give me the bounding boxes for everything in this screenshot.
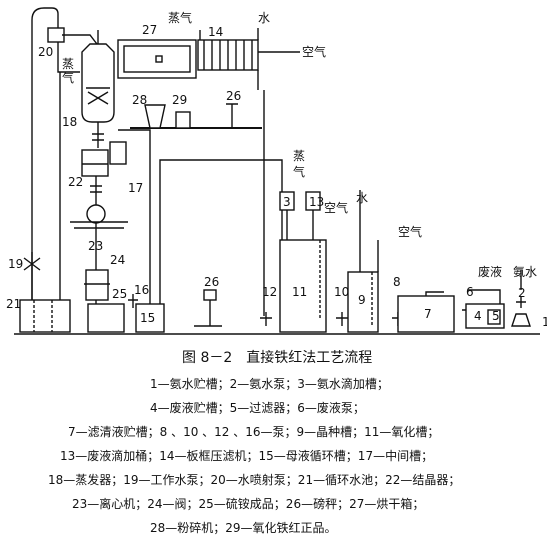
scale-26-top — [226, 103, 238, 128]
label-9: 9 — [358, 293, 366, 307]
label-air-11: 空气 — [324, 200, 348, 215]
label-7: 7 — [424, 307, 432, 321]
legend-line-3: 7—滤清液贮槽；8 、10 、12 、16—泵；9—晶种槽；11—氧化槽； — [68, 424, 439, 439]
label-20: 20 — [38, 45, 53, 59]
label-3: 3 — [283, 195, 291, 209]
evaporator-18 — [81, 43, 115, 123]
label-waste-liquid: 废液 — [478, 264, 502, 279]
grinder-28 — [144, 104, 166, 129]
circulation-pool-21 — [19, 299, 71, 333]
ammonia-pump-2 — [516, 296, 526, 308]
label-21: 21 — [6, 297, 21, 311]
iron-oxide-red-product-29 — [175, 111, 191, 129]
label-10: 10 — [334, 285, 349, 299]
label-17: 17 — [128, 181, 143, 195]
label-14: 14 — [208, 25, 223, 39]
water-jet-pump-20 — [47, 27, 65, 43]
label-steam-mid-1: 蒸 — [293, 149, 305, 163]
label-12: 12 — [262, 285, 277, 299]
centrifuge-23 — [86, 204, 106, 224]
label-water-top: 水 — [258, 11, 270, 25]
seed-tank-9 — [347, 271, 379, 333]
legend-line-6: 23—离心机；24—阀；25—硫铵成品；26—磅秤；27—烘干箱； — [72, 496, 424, 511]
label-ammonia-water: 氨水 — [513, 265, 537, 279]
label-steam-mid-2: 气 — [293, 164, 305, 179]
label-26-bottom: 26 — [204, 275, 219, 289]
legend-line-4: 13—废液滴加桶；14—板框压滤机；15—母液循环槽；17—中间槽； — [60, 448, 433, 463]
filter-5 — [487, 309, 501, 325]
legend-line-1: 1—氨水贮槽；2—氨水泵；3—氨水滴加槽； — [150, 376, 389, 391]
label-8: 8 — [393, 275, 401, 289]
label-11: 11 — [292, 285, 307, 299]
label-5: 5 — [492, 309, 500, 323]
label-steam-top: 蒸气 — [168, 10, 192, 25]
label-16: 16 — [134, 283, 149, 297]
label-air-top: 空气 — [302, 44, 326, 59]
label-22: 22 — [68, 175, 83, 189]
middle-tank-17 — [109, 141, 127, 165]
legend-line-7: 28—粉碎机；29—氧化铁红正品。 — [150, 520, 337, 535]
legend-line-2: 4—废液贮槽；5—过滤器；6—废液泵； — [150, 400, 365, 415]
ammonia-tank-1 — [511, 313, 531, 327]
figure-title: 图 8－2 直接铁红法工艺流程 — [182, 349, 372, 366]
label-4: 4 — [474, 309, 482, 323]
label-24: 24 — [110, 253, 125, 267]
label-6: 6 — [466, 285, 474, 299]
label-steam-left-2: 气 — [62, 70, 74, 85]
label-23: 23 — [88, 239, 103, 253]
label-15: 15 — [140, 311, 155, 325]
oxidation-tank-11 — [279, 239, 327, 333]
ammonium-sulfate-tank-25 — [87, 303, 125, 333]
label-water-9: 水 — [356, 191, 368, 205]
label-18: 18 — [62, 115, 77, 129]
label-steam-left-1: 蒸 — [62, 57, 74, 71]
label-1: 1 — [542, 315, 547, 329]
label-26-top: 26 — [226, 89, 241, 103]
label-13: 13 — [309, 195, 324, 209]
label-2: 2 — [518, 286, 526, 300]
label-25: 25 — [112, 287, 127, 301]
mother-liquor-tank-15 — [135, 303, 165, 333]
label-28: 28 — [132, 93, 147, 107]
label-19: 19 — [8, 257, 23, 271]
label-29: 29 — [172, 93, 187, 107]
crystallizer-22 — [81, 149, 109, 177]
clear-liquid-tank-7 — [397, 295, 455, 333]
label-air-9: 空气 — [398, 224, 422, 239]
label-27: 27 — [142, 23, 157, 37]
legend-line-5: 18—蒸发器；19—工作水泵；20—水喷射泵；21—循环水池；22—结晶器； — [48, 472, 460, 487]
